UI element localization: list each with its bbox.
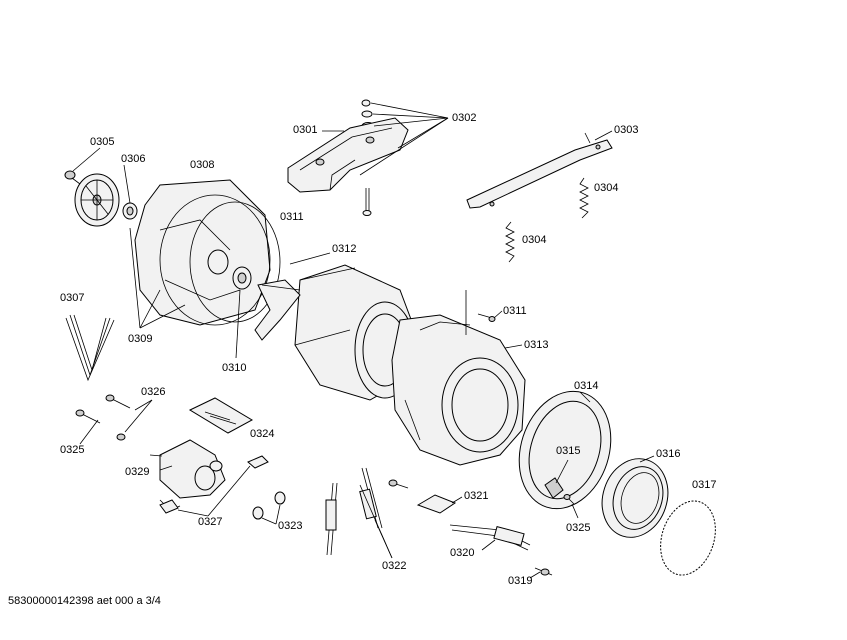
part-0306-washer [122,202,138,220]
label-0314: 0314 [574,380,599,392]
leader-0302 [359,102,449,176]
part-0311-bolt-top [362,188,372,216]
label-0312: 0312 [332,243,357,255]
label-0303: 0303 [614,124,639,136]
label-0311-top: 0311 [280,211,304,223]
drawing-reference-footer: 58300000142398 aet 000 a 3/4 [8,595,161,607]
label-0325-left: 0325 [60,444,85,456]
label-0301: 0301 [293,124,318,136]
leader-0325-right [571,503,579,519]
part-0322-bolt [388,479,409,489]
label-0308: 0308 [190,159,215,171]
label-0323: 0323 [278,520,303,532]
part-0308-rear-tub [134,179,281,326]
part-0321-clip [416,494,457,514]
part-0327-clip-upper [247,455,269,469]
part-0322-shock-left [325,482,338,556]
label-0306: 0306 [121,153,146,165]
part-0304-spring-right [579,177,589,219]
leader-0311 [493,310,503,319]
leader-0306 [123,164,131,204]
leader-0314 [579,391,591,403]
label-0302: 0302 [452,112,477,124]
part-0323-caps [252,491,286,520]
leader-0315 [555,459,569,484]
label-0304-left: 0304 [522,234,547,246]
part-0329-pump [149,439,226,511]
leader-0312 [289,252,331,265]
part-0327-clip-lower [159,499,179,514]
part-0322-shock-right [359,467,383,529]
leader-0322 [359,484,393,559]
leader-0310 [235,289,241,359]
part-0326-screws [75,394,131,441]
label-0317: 0317 [692,479,717,491]
part-0312-drum [254,264,416,401]
part-0320-heater [449,524,531,551]
part-0311-bolt-mid [477,313,496,322]
label-0309: 0309 [128,333,153,345]
part-0307-belt [65,314,115,382]
label-0316: 0316 [656,448,681,460]
leader-0320 [481,539,496,551]
label-0307: 0307 [60,292,85,304]
label-0310: 0310 [222,362,247,374]
label-0325-right: 0325 [566,522,591,534]
part-0317-clamp-ring [660,500,716,576]
part-0325-screw-right [563,494,575,505]
label-0304-right: 0304 [594,182,619,194]
leader-0327 [177,465,251,517]
label-0305: 0305 [90,136,115,148]
leader-0303 [594,130,613,141]
leader-0329 [159,465,173,471]
part-0319-sensor [534,567,553,576]
label-0315: 0315 [556,445,581,457]
leader-0326 [124,399,153,433]
label-0321: 0321 [464,490,489,502]
label-0313: 0313 [524,339,549,351]
label-0324: 0324 [250,428,275,440]
label-0327: 0327 [198,516,223,528]
part-0324-document [188,397,254,434]
part-0313-front-tub [391,314,526,466]
part-0304-spring-left [505,221,515,263]
leader-0319 [529,571,541,579]
leader-0321 [451,496,463,504]
label-0311-mid: 0311 [503,305,527,317]
leader-0316 [639,455,655,463]
part-0305-pulley [74,173,120,227]
leader-0313 [504,344,523,349]
label-0322: 0322 [382,560,407,572]
part-0305-bolt [64,170,81,185]
part-0303-strap [466,132,613,209]
label-0329: 0329 [125,466,150,478]
label-0326: 0326 [141,386,166,398]
leader-0323 [261,504,281,525]
leader-0325-left [79,419,99,445]
part-0301-bracket [287,117,409,193]
part-0314-front-panel [518,390,612,510]
leader-0309 [129,227,186,329]
label-0319: 0319 [508,575,533,587]
part-0316-door-seal [601,458,669,538]
label-0320: 0320 [450,547,475,559]
leader-0305 [72,147,101,172]
